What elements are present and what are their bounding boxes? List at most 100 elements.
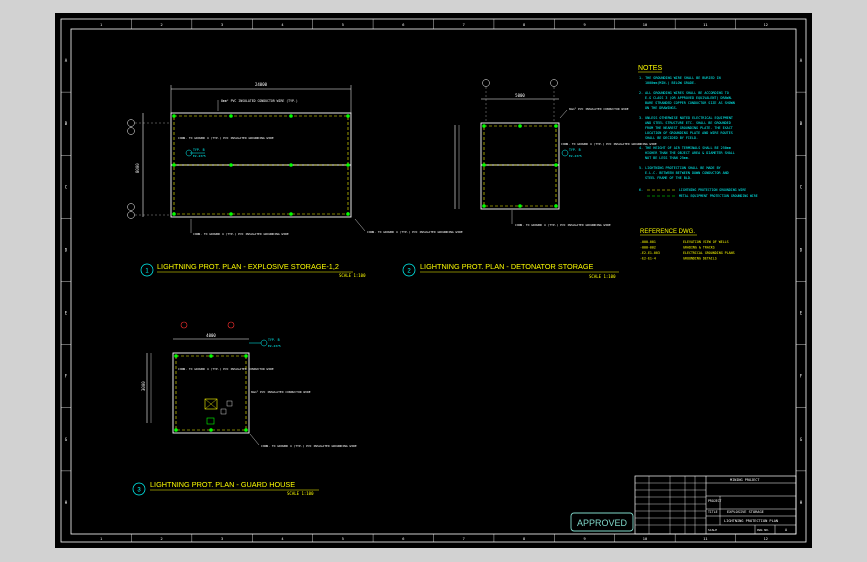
zone-number-bottom: 2: [161, 537, 163, 541]
zone-number-bottom: 6: [402, 537, 404, 541]
plan-number: 3: [137, 488, 141, 494]
zone-letter-left: D: [65, 247, 68, 252]
label-project: PROJECT: [708, 499, 722, 503]
plan-scale: SCALE 1:100: [589, 274, 616, 279]
dimension-label: 4000: [206, 333, 216, 338]
area-title: EXPLOSIVE STORAGE: [727, 510, 764, 514]
plan-number: 1: [145, 269, 149, 275]
grid-bubble: [180, 321, 188, 329]
air-terminals: [482, 124, 558, 208]
reference-number: -000-002: [640, 246, 656, 250]
callout-ground-bottom: CONN. TO GROUND 4 (TYP.) PVC INSULATED G…: [515, 223, 611, 227]
grid-bubble: [482, 79, 490, 87]
zone-number-bottom: 4: [281, 537, 283, 541]
building-outline: [172, 352, 250, 434]
legend-list: 6. LIGHTNING PROTECTION GROUNDING WIRE MET…: [639, 188, 758, 198]
zone-number-bottom: 12: [764, 537, 768, 541]
plan-2-detonator-storage: 5000 8mm² PVC INSULATED CONDUCTOR WIRE C…: [402, 79, 657, 279]
zone-number-top: 11: [703, 23, 707, 27]
grid-bubble: [550, 79, 558, 87]
zone-number-top: 1: [100, 23, 102, 27]
note-item: 3. UNLESS OTHERWISE NOTED ELECTRICAL EQU…: [639, 116, 733, 140]
revision: A: [785, 528, 788, 532]
notes-section: NOTES 1. THE GROUNDING WIRE SHALL BE BUR…: [638, 65, 758, 261]
plan-scale: SCALE 1:100: [339, 273, 366, 278]
zone-number-top: 4: [281, 23, 283, 27]
notes-list: 1. THE GROUNDING WIRE SHALL BE BURIED IN…: [639, 76, 735, 180]
label-title: TITLE: [708, 510, 718, 514]
equipment-panel: [204, 398, 218, 410]
legend-number: 6.: [639, 188, 643, 192]
type-sub-label: E2-4375: [193, 154, 206, 158]
zone-letter-left: H: [65, 500, 68, 505]
type-label: TYP. B: [268, 338, 280, 342]
zone-number-bottom: 10: [643, 537, 647, 541]
lightning-wire: [483, 125, 557, 207]
zone-number-bottom: 1: [100, 537, 102, 541]
zone-letter-left: G: [65, 437, 68, 442]
callout-ground-right: CONN. TO GROUND 4 (TYP.) PVC INSULATED G…: [367, 230, 463, 234]
zone-number-top: 12: [764, 23, 768, 27]
reference-description: GROUNDING DETAILS: [683, 257, 717, 261]
zone-number-bottom: 3: [221, 537, 223, 541]
zone-letter-right: C: [800, 184, 803, 189]
callout-conductor-wire: CONN. TO GROUND 4 (TYP.) PVC INSULATED C…: [178, 367, 274, 371]
plan-number-bubble: [140, 263, 154, 277]
zone-letter-right: B: [800, 121, 803, 126]
plan-3-guard-house: 4000 3000 CONN. TO GROUND 4 (TYP.) PVC I…: [132, 321, 357, 496]
zone-number-top: 9: [583, 23, 585, 27]
type-sub-label: E2-4375: [569, 154, 582, 158]
zone-letter-right: H: [800, 500, 803, 505]
zone-number-bottom: 11: [703, 537, 707, 541]
reference-number: -E2-E1-003: [640, 251, 660, 255]
zone-number-top: 7: [463, 23, 465, 27]
legend-text: LIGHTNING PROTECTION GROUNDING WIRE: [679, 188, 746, 192]
callout-ground: CONN. TO GROUND 4 (TYP.) PVC INSULATED G…: [178, 136, 274, 140]
zone-number-bottom: 8: [523, 537, 525, 541]
zone-number-bottom: 7: [463, 537, 465, 541]
plan-number-bubble: [132, 482, 146, 496]
zone-letter-right: A: [800, 58, 803, 63]
plan-scale: SCALE 1:100: [287, 491, 314, 496]
title-block: MINING PROJECT PROJECT TITLE EXPLOSIVE S…: [570, 475, 797, 535]
callout-conductor-wire: 8mm² PVC INSULATED CONDUCTOR WIRE: [569, 107, 629, 111]
callout-ground-left: CONN. TO GROUND 4 (TYP.) PVC INSULATED G…: [193, 232, 289, 236]
drawing-title: LIGHTNING PROTECTION PLAN: [724, 519, 778, 523]
plan-title: LIGHTNING PROT. PLAN - GUARD HOUSE: [150, 480, 295, 489]
dimension-label: 5000: [515, 93, 525, 98]
air-terminals: [174, 354, 248, 432]
plan-1-explosive-storage: 24000 8000 8mm² PVC INSULATED CONDUCTOR …: [127, 82, 463, 278]
dimension-label: 24000: [255, 82, 268, 87]
plan-number: 2: [407, 269, 411, 275]
callout-conductor-wire: 8mm² PVC INSULATED CONDUCTOR WIRE (TYP.): [221, 99, 298, 103]
reference-number: -E2-E1-4: [640, 257, 656, 261]
reference-description: GRADING & TRACKS: [683, 246, 715, 250]
zone-letter-left: C: [65, 184, 68, 189]
reference-heading: REFERENCE DWG.: [640, 229, 695, 235]
zone-letter-right: G: [800, 437, 803, 442]
reference-description: ELEVATION VIEW OF WELLS: [683, 240, 729, 244]
notes-heading: NOTES: [638, 65, 662, 72]
air-terminals: [172, 114, 350, 216]
zone-number-top: 10: [643, 23, 647, 27]
grid-bubbles-left: [127, 119, 171, 219]
zone-number-top: 8: [523, 23, 525, 27]
approved-stamp: [570, 512, 634, 532]
note-item: 4. THE HEIGHT OF AIR TERMINALS SHALL BE …: [639, 146, 735, 160]
type-sub-label: E2-4375: [268, 344, 281, 348]
zone-number-top: 5: [342, 23, 344, 27]
approved-label: APPROVED: [577, 518, 628, 528]
label-dwg-no: DWG NO.: [757, 528, 770, 532]
grounding-box: [206, 417, 215, 425]
reference-number: -000-001: [640, 240, 656, 244]
zone-letter-right: E: [800, 311, 803, 316]
zone-letter-right: F: [800, 374, 803, 379]
legend-text: METAL EQUIPMENT PROTECTION GROUNDING WIR…: [679, 194, 758, 198]
plan-title: LIGHTNING PROT. PLAN - DETONATOR STORAGE: [420, 262, 594, 271]
note-item: 5. LIGHTNING PROTECTION SHALL BE MADE BY…: [639, 166, 729, 180]
zone-letter-right: D: [800, 247, 803, 252]
